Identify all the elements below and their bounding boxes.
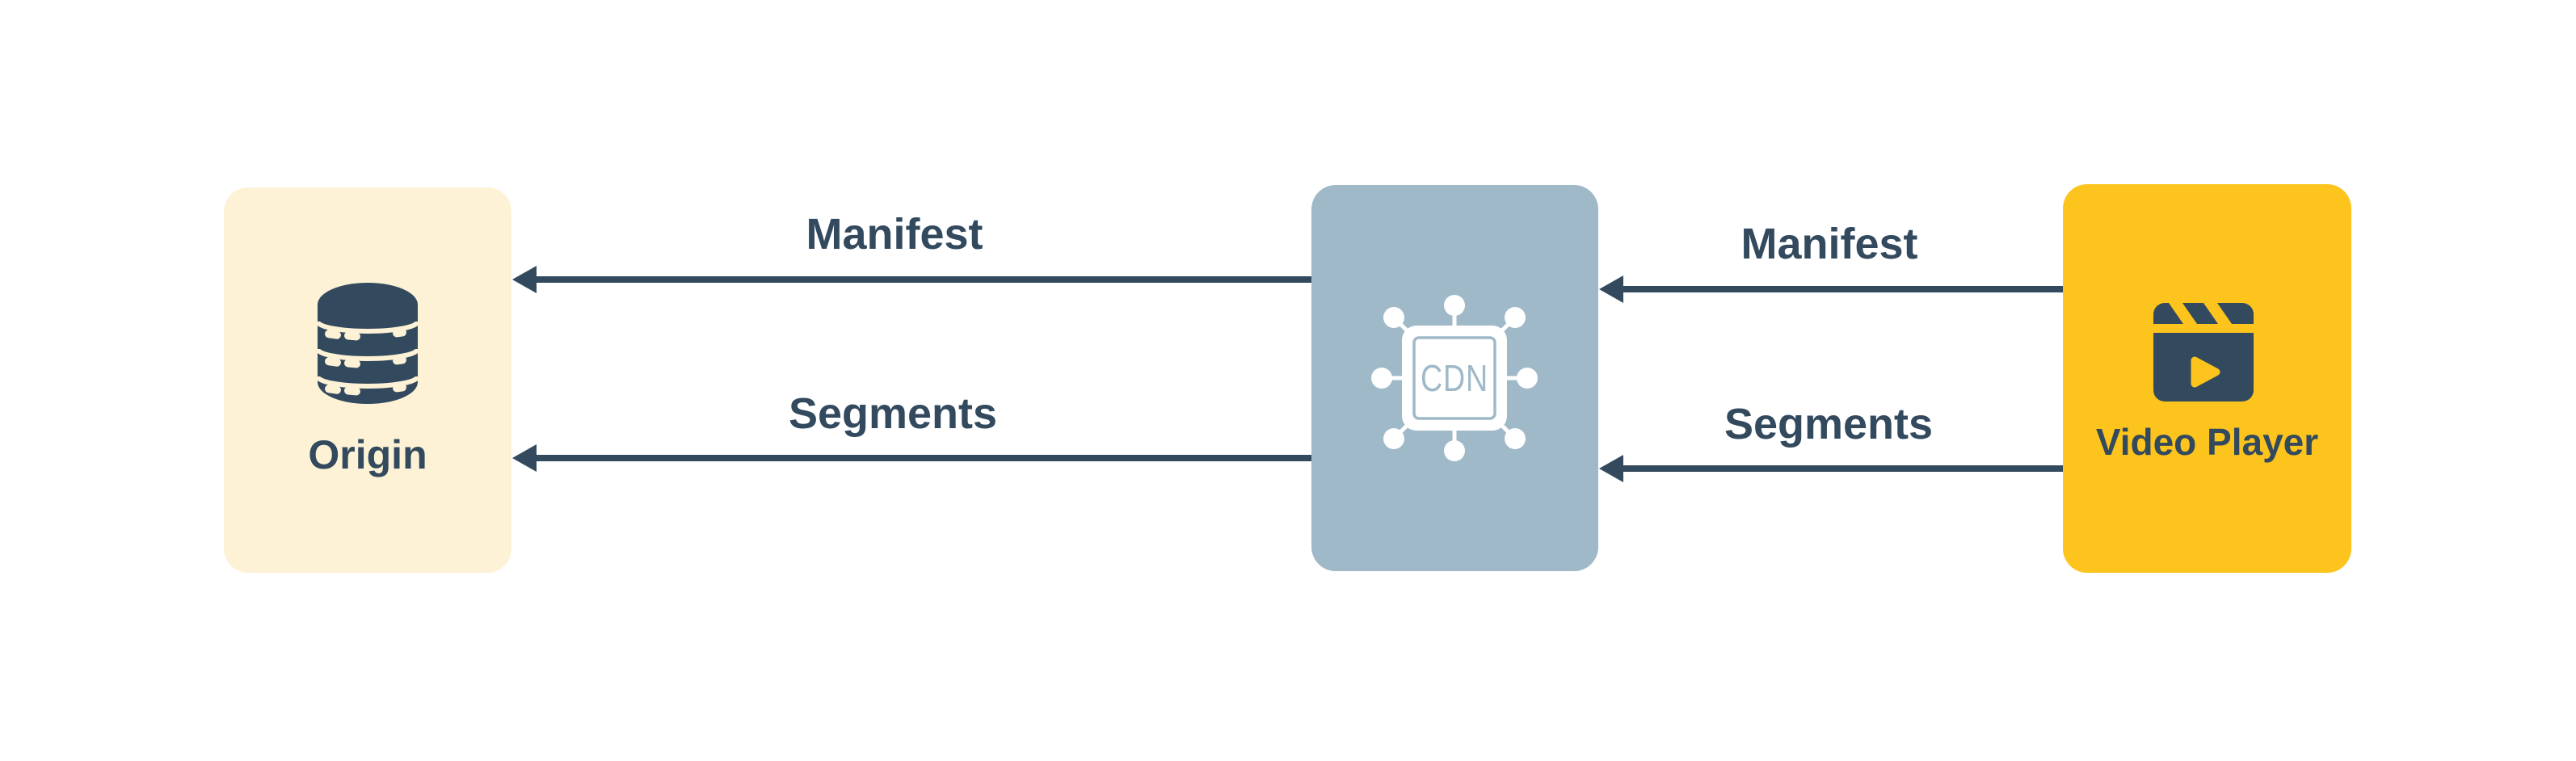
arrow-line <box>533 455 1311 461</box>
arrow-line <box>533 276 1311 283</box>
node-video-player-label: Video Player <box>2095 421 2319 463</box>
node-cdn: CDN <box>1311 185 1598 571</box>
database-icon <box>318 283 418 404</box>
arrow-label-segments: Segments <box>788 389 998 438</box>
cdn-network-icon: CDN <box>1371 295 1538 461</box>
cdn-icon-text: CDN <box>1421 357 1488 399</box>
arrow-label-manifest: Manifest <box>806 210 983 259</box>
arrow-head-left-icon <box>512 444 537 472</box>
arrow-head-left-icon <box>512 266 537 293</box>
arrow-head-left-icon <box>1599 275 1623 303</box>
arrow-line <box>1620 286 2063 292</box>
node-video-player: Video Player <box>2063 184 2351 573</box>
node-origin-label: Origin <box>308 432 427 477</box>
arrow-line <box>1620 465 2063 472</box>
arrow-label-segments: Segments <box>1724 400 1934 448</box>
clapperboard-icon <box>2153 303 2254 402</box>
arrow-head-left-icon <box>1599 455 1623 482</box>
arrow-label-manifest: Manifest <box>1740 220 1918 268</box>
node-origin: Origin <box>224 187 511 573</box>
